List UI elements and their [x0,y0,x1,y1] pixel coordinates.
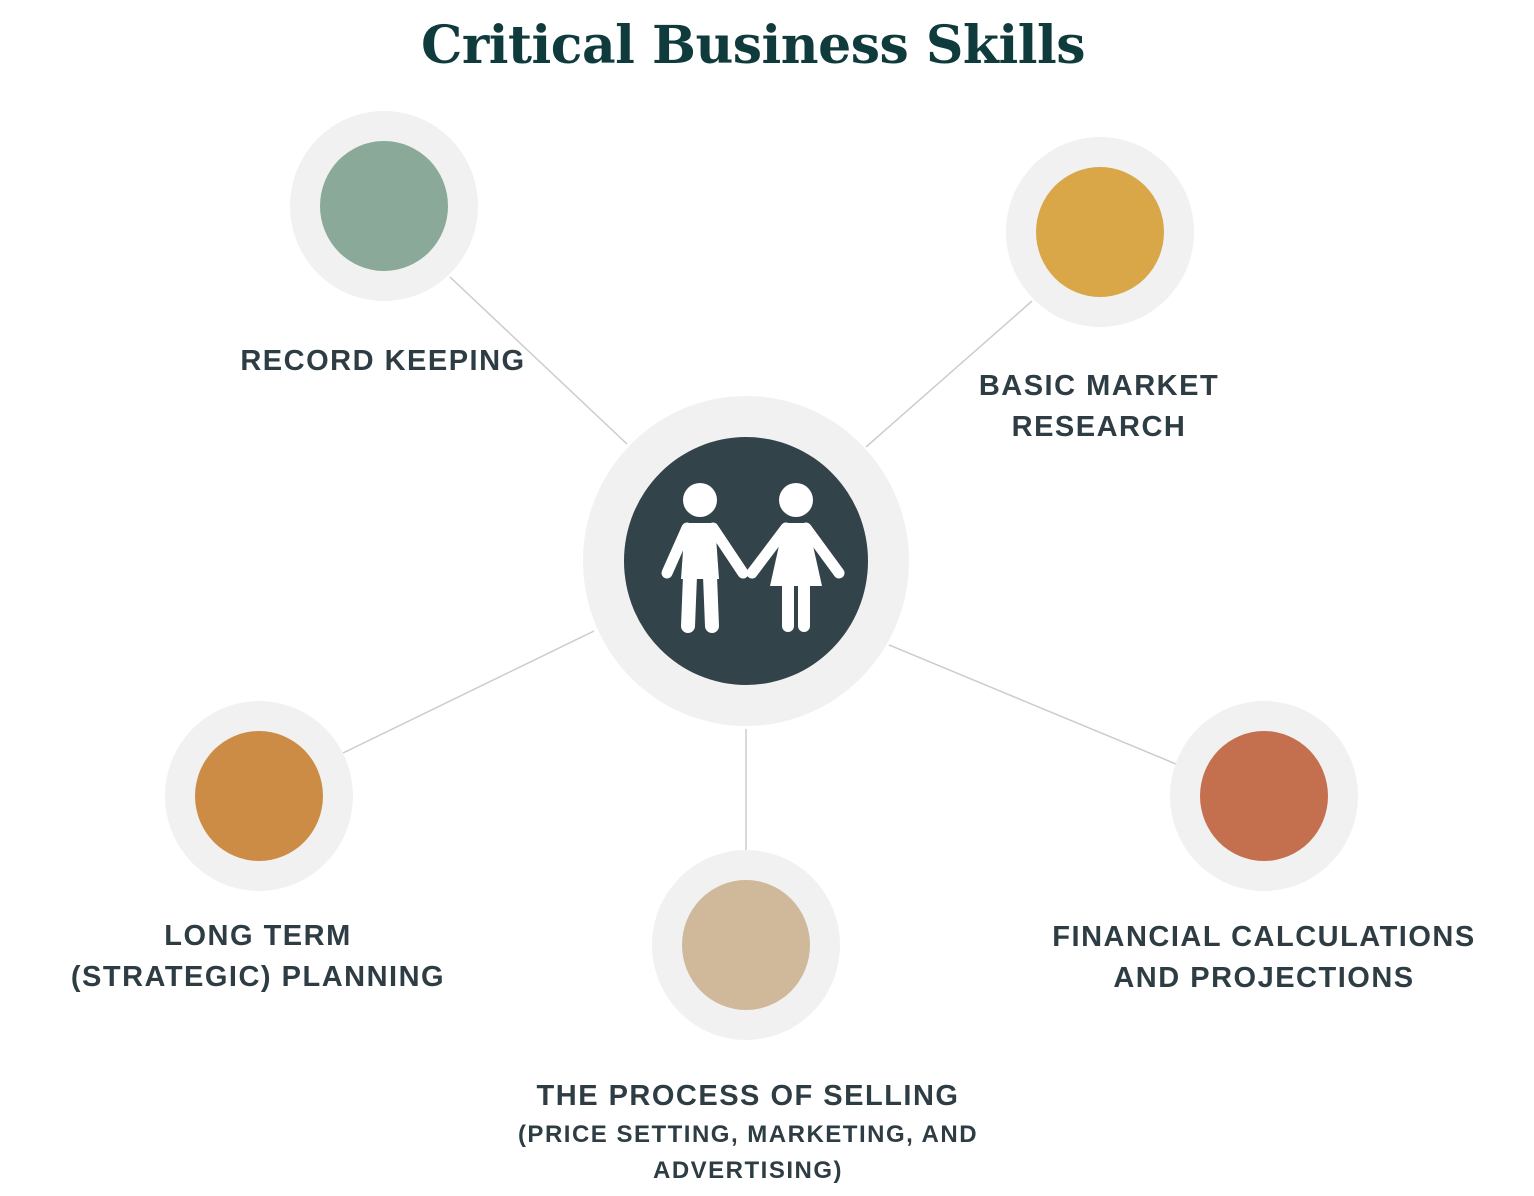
connector-record-keeping [449,276,628,445]
label-line: RECORD KEEPING [240,345,526,377]
label-line: LONG TERM [164,920,352,952]
dot-financial-calculations [1200,731,1328,861]
label-line: AND PROJECTIONS [1113,962,1415,994]
node-record-keeping [290,111,478,301]
connector-basic-market-research [865,300,1033,448]
dot-record-keeping [320,141,448,271]
connector-long-term-planning [342,630,595,754]
label-line: (STRATEGIC) PLANNING [70,961,446,993]
label-process-of-selling: THE PROCESS OF SELLING (PRICE SETTING, M… [478,1076,1018,1189]
label-record-keeping: RECORD KEEPING [208,341,558,382]
connector-financial-calculations [888,644,1177,765]
node-process-of-selling [652,850,840,1040]
boy-and-girl-icon [661,483,845,633]
center-core [624,437,868,685]
diagram-title: Critical Business Skills [421,15,1085,76]
dot-basic-market-research [1036,167,1164,297]
label-line: THE PROCESS OF SELLING [536,1080,960,1112]
label-line: RESEARCH [1011,411,1187,443]
dot-long-term-planning [195,731,323,861]
label-financial-calculations: FINANCIAL CALCULATIONS AND PROJECTIONS [1034,917,1494,999]
label-basic-market-research: BASIC MARKET RESEARCH [949,366,1249,448]
node-long-term-planning [165,701,353,891]
label-long-term-planning: LONG TERM (STRATEGIC) PLANNING [58,916,458,998]
dot-process-of-selling [682,880,810,1010]
label-subline: ADVERTISING) [652,1157,843,1184]
label-line: FINANCIAL CALCULATIONS [1052,921,1476,953]
label-subline: (PRICE SETTING, MARKETING, AND [517,1121,979,1148]
node-basic-market-research [1006,137,1194,327]
node-financial-calculations [1170,701,1358,891]
label-line: BASIC MARKET [978,370,1220,402]
center-node [583,396,909,726]
